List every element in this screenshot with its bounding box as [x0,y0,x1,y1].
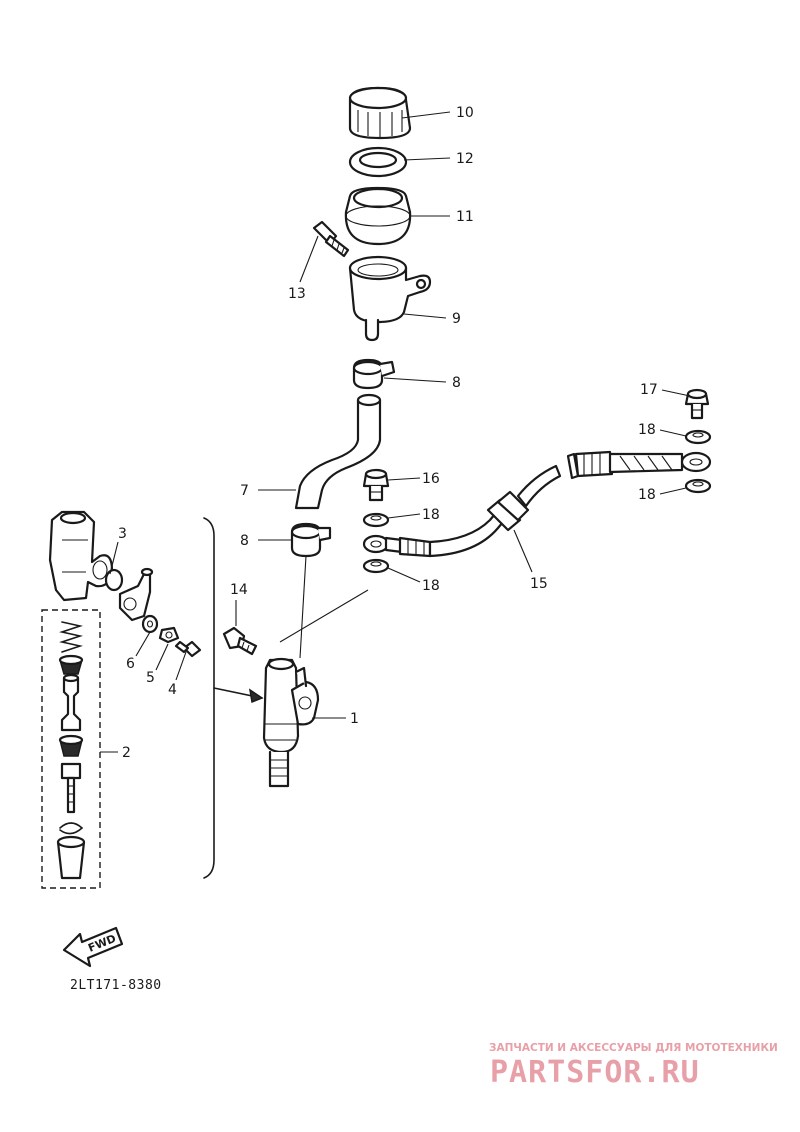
callout-1: 1 [350,711,359,727]
watermark-tagline: ЗАПЧАСТИ И АКСЕССУАРЫ ДЛЯ МОТОТЕХНИКИ [489,1042,778,1054]
diagram-code: 2LT171-8380 [70,978,162,993]
part-union-bolt-16 [362,468,390,502]
part-cylinder-kit [41,609,101,889]
callout-18-a: 18 [422,507,440,523]
part-washer-18-b [362,558,390,574]
leader-lines [100,111,691,753]
fwd-arrow-icon: FWD [62,926,124,968]
callout-6: 6 [126,656,135,672]
watermark: ЗАПЧАСТИ И АКСЕССУАРЫ ДЛЯ МОТОТЕХНИКИ PA… [489,1042,778,1090]
part-hose-clamp-upper [352,358,396,390]
part-bolt-14 [222,626,258,656]
part-washer-18-c [684,429,712,445]
callout-15: 15 [530,576,548,592]
part-bolt-4 [174,640,202,658]
part-washer-18-d [684,478,712,494]
callout-12: 12 [456,151,474,167]
part-diaphragm [344,186,412,246]
part-reservoir-hose [294,393,382,510]
callout-17: 17 [640,382,658,398]
callout-18-b: 18 [422,578,440,594]
part-hose-clamp-lower [290,522,332,558]
part-cylinder-housing [48,510,114,602]
part-brake-hose [362,450,712,558]
callout-18-c: 18 [638,422,656,438]
watermark-logo: PARTSFOR.RU [490,1055,700,1090]
part-nut-5 [158,626,180,644]
callout-18-d: 18 [638,487,656,503]
assembly-bracket [203,517,215,879]
callout-16: 16 [422,471,440,487]
part-reservoir-cap [348,86,412,140]
part-reservoir-tank [348,255,432,342]
part-washer-18-a [362,512,390,528]
part-master-cylinder [262,657,320,788]
callout-14: 14 [230,582,248,598]
part-o-ring-3 [104,568,124,592]
conn-line-banjo-cylinder [279,589,369,643]
callout-7: 7 [240,483,249,499]
part-joint-elbow [118,567,154,622]
callout-8-upper: 8 [452,375,461,391]
callout-13: 13 [288,286,306,302]
callout-9: 9 [452,311,461,327]
part-screw-13 [312,220,350,258]
part-diaphragm-plate [348,146,408,178]
assembly-arrow-head [248,688,264,704]
callout-8-lower: 8 [240,533,249,549]
callout-4: 4 [168,682,177,698]
conn-line-hose-cylinder [299,555,307,659]
callout-10: 10 [456,105,474,121]
callout-2: 2 [122,745,131,761]
part-washer-6 [141,614,159,634]
callout-3: 3 [118,526,127,542]
callout-11: 11 [456,209,474,225]
part-union-bolt-17 [684,388,710,420]
callout-5: 5 [146,670,155,686]
